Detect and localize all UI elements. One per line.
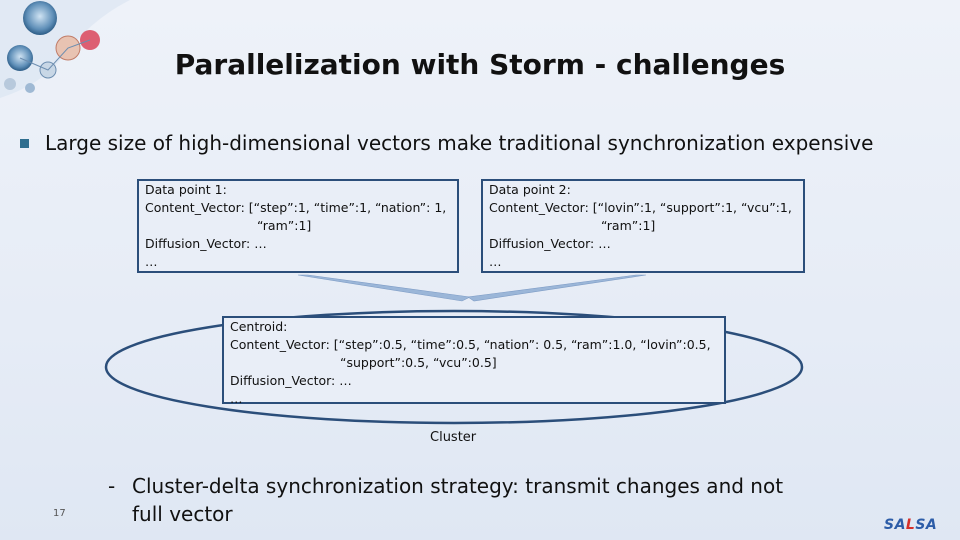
data-point-1-heading: Data point 1: xyxy=(145,182,227,197)
data-point-2-content-vector-cont: “ram”:1] xyxy=(601,218,656,233)
centroid-box: Centroid: Content_Vector: [“step”:0.5, “… xyxy=(222,316,726,406)
main-bullet-text: Large size of high-dimensional vectors m… xyxy=(45,131,874,155)
square-bullet-icon xyxy=(20,138,29,148)
salsa-logo-part3: SA xyxy=(915,517,938,533)
centroid-ellipsis: … xyxy=(230,391,243,406)
data-point-2-diffusion-vector: Diffusion_Vector: … xyxy=(489,236,611,251)
sub-bullet-dash: - xyxy=(108,474,116,498)
centroid-heading: Centroid: xyxy=(230,319,288,334)
data-point-2-box: Data point 2: Content_Vector: [“lovin”:1… xyxy=(481,179,805,273)
data-point-2-content-vector: Content_Vector: [“lovin”:1, “support”:1,… xyxy=(489,200,792,215)
main-bullet: Large size of high-dimensional vectors m… xyxy=(20,131,873,155)
page-number: 17 xyxy=(53,508,66,519)
salsa-logo: SALSA xyxy=(884,517,937,533)
data-point-2-heading: Data point 2: xyxy=(489,182,571,197)
globe-network-logo xyxy=(0,0,130,98)
data-point-2-ellipsis: … xyxy=(489,254,502,269)
data-point-1-box: Data point 1: Content_Vector: [“step”:1,… xyxy=(137,179,459,273)
centroid-content-vector: Content_Vector: [“step”:0.5, “time”:0.5,… xyxy=(230,337,711,352)
data-point-1-ellipsis: … xyxy=(145,254,158,269)
arrow-from-data-point-2 xyxy=(467,274,647,302)
arrow-from-data-point-1 xyxy=(297,274,472,302)
cluster-label: Cluster xyxy=(430,430,477,445)
data-point-1-diffusion-vector: Diffusion_Vector: … xyxy=(145,236,267,251)
slide-title: Parallelization with Storm - challenges xyxy=(174,48,786,81)
data-point-1-content-vector-cont: “ram”:1] xyxy=(257,218,312,233)
cluster-ellipse xyxy=(104,309,804,425)
centroid-diffusion-vector: Diffusion_Vector: … xyxy=(230,373,352,388)
salsa-logo-part2: L xyxy=(905,517,916,533)
data-point-1-content-vector: Content_Vector: [“step”:1, “time”:1, “na… xyxy=(145,200,447,215)
centroid-content-vector-cont: “support”:0.5, “vcu”:0.5] xyxy=(340,355,497,370)
sub-bullet-text: Cluster-delta synchronization strategy: … xyxy=(132,474,784,526)
salsa-logo-part1: SA xyxy=(884,517,906,533)
